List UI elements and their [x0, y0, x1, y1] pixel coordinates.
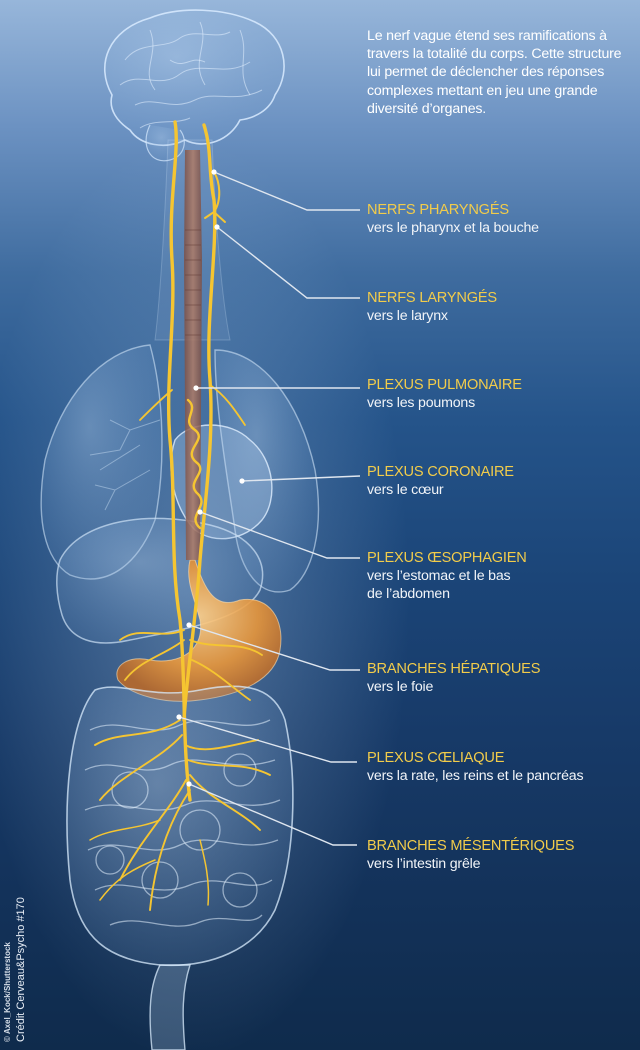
leader-dots [176, 169, 245, 787]
callout-title: BRANCHES MÉSENTÉRIQUES [367, 838, 575, 854]
callout-title: NERFS PHARYNGÉS [367, 202, 509, 218]
callout-mesenteric-branches: BRANCHES MÉSENTÉRIQUES vers l’intestin g… [367, 837, 637, 873]
leader-laryngeal [216, 226, 360, 299]
leader-lines [178, 171, 361, 846]
callout-desc: vers l’estomac et le bas [367, 568, 511, 584]
callout-title: NERFS LARYNGÉS [367, 290, 497, 306]
callout-desc: de l’abdomen [367, 586, 450, 603]
callout-desc: vers le pharynx et la bouche [367, 220, 539, 236]
leader-mesenteric [188, 783, 357, 846]
callout-desc: vers le foie [367, 679, 434, 695]
leader-esophageal [199, 511, 360, 559]
callout-title: PLEXUS CŒLIAQUE [367, 750, 505, 766]
esophagus [184, 150, 202, 560]
callout-esophageal-plexus: PLEXUS ŒSOPHAGIEN vers l’estomac et le b… [367, 549, 637, 603]
leader-celiac [178, 716, 357, 763]
callout-coronary-plexus: PLEXUS CORONAIRE vers le cœur [367, 463, 637, 499]
callout-pharyngeal-nerves: NERFS PHARYNGÉS vers le pharynx et la bo… [367, 201, 637, 237]
image-credit: © Axel_Kock/Shutterstock Crédit Cerveau&… [2, 897, 28, 1042]
callout-title: PLEXUS ŒSOPHAGIEN [367, 550, 527, 566]
trachea-rings [185, 229, 201, 336]
callout-hepatic-branches: BRANCHES HÉPATIQUES vers le foie [367, 660, 637, 696]
callout-title: PLEXUS CORONAIRE [367, 464, 514, 480]
source-credit: Crédit Cerveau&Psycho #170 [15, 897, 27, 1042]
photo-credit: © Axel_Kock/Shutterstock [3, 942, 12, 1042]
leader-hepatic [188, 624, 360, 671]
callout-desc: vers les poumons [367, 395, 475, 411]
leader-coronary [241, 475, 361, 482]
callout-laryngeal-nerves: NERFS LARYNGÉS vers le larynx [367, 289, 637, 325]
callout-title: BRANCHES HÉPATIQUES [367, 661, 541, 677]
leader-pharyngeal [213, 171, 360, 211]
callout-title: PLEXUS PULMONAIRE [367, 377, 522, 393]
callout-pulmonary-plexus: PLEXUS PULMONAIRE vers les poumons [367, 376, 637, 412]
callout-celiac-plexus: PLEXUS CŒLIAQUE vers la rate, les reins … [367, 749, 637, 785]
brain [103, 9, 285, 162]
callout-desc: vers le cœur [367, 482, 444, 498]
callout-desc: vers le larynx [367, 308, 448, 324]
intestines [66, 685, 294, 1050]
intro-paragraph: Le nerf vague étend ses ramifications à … [367, 28, 622, 117]
callout-desc: vers la rate, les reins et le pancréas [367, 768, 584, 784]
callout-desc: vers l’intestin grêle [367, 856, 481, 872]
